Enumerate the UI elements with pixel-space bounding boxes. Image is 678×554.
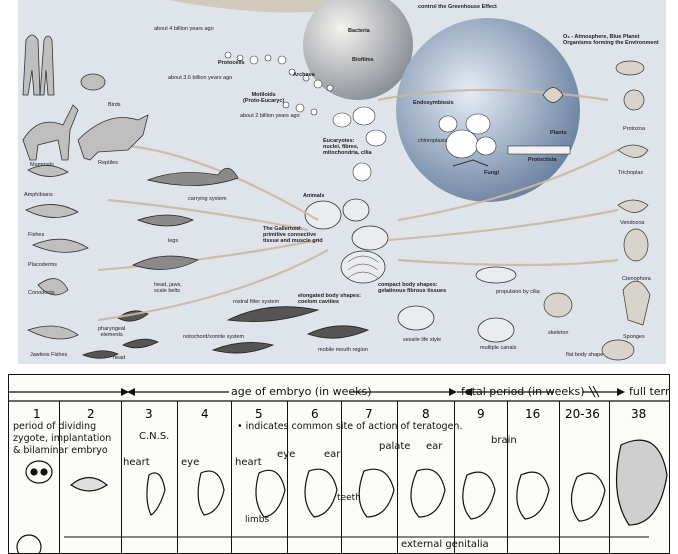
limbs-label: limbs	[245, 515, 269, 525]
column-divider	[177, 401, 178, 553]
protocells-label: Protocells	[218, 60, 245, 66]
eucaryotes-label: Eucaryotes: nuclei, fibres, mitochondria…	[323, 138, 372, 156]
pharyngeal-label: pharyngeal elements	[98, 326, 125, 338]
headjaws-label: head, jaws, scale belts	[154, 282, 182, 294]
column-divider	[121, 401, 122, 553]
compact-label: compact body shapes: gelatinous fibrous …	[378, 282, 446, 294]
fetal-period-label: fetal period (in weeks)	[461, 385, 585, 398]
greenhouse-label: control the Greenhouse Effect	[418, 4, 497, 10]
week-4: 4	[201, 407, 209, 421]
eye-label-week4: eye	[181, 457, 199, 468]
canals-label: multiple canals	[480, 345, 516, 351]
biofilms-label: Biofilms	[352, 57, 374, 63]
teratogen-note: • indicates common site of action of ter…	[237, 421, 462, 432]
chloroplasts-label: chloroplasts	[418, 138, 447, 144]
legs-label: legs	[168, 238, 178, 244]
protoctista-label: Protoctista	[528, 157, 557, 163]
week-1: 1	[33, 407, 41, 421]
week-38: 38	[631, 407, 646, 421]
week-7: 7	[365, 407, 373, 421]
plants-label: Plants	[550, 130, 567, 136]
time-4bya-label: about 4 billion years ago	[154, 26, 214, 32]
group-label-birds: Birds	[108, 102, 121, 108]
skeleton-label: skeleton	[548, 330, 569, 336]
atmosphere-label: O₂ - Atmosphere, Blue Planet Organisms f…	[563, 34, 659, 46]
panel-separator	[0, 364, 678, 374]
group-label-sponges: Sponges	[623, 334, 645, 340]
archaea-label: Archaea	[293, 72, 315, 78]
genitalia-label: external genitalia	[401, 539, 489, 550]
sessile-label: sessile life style	[403, 337, 441, 343]
column-divider	[559, 401, 560, 553]
timeline-arrows	[9, 375, 670, 554]
group-label-placoderms: Placoderms	[28, 262, 57, 268]
week-8: 8	[422, 407, 430, 421]
group-label-vendozoa: Vendozoa	[620, 220, 644, 226]
motiloids-label: Motiloids (Proto-Eucaryc)	[243, 92, 284, 104]
elongated-label: elongated body shapes: coelom cavities	[298, 293, 361, 305]
week-3: 3	[145, 407, 153, 421]
propulsion-label: propulsion by cilia	[496, 289, 540, 295]
age-of-embryo-label: age of embryo (in weeks)	[231, 385, 372, 398]
week-9: 9	[477, 407, 485, 421]
gallertoid-label: The Gallertoid: primitive connective tis…	[263, 226, 323, 244]
week-5: 5	[255, 407, 263, 421]
group-label-jawless-fishes: Jawless Fishes	[30, 352, 67, 358]
week-16: 16	[525, 407, 540, 421]
ear-label-week6: ear	[324, 449, 340, 460]
week-2: 2	[87, 407, 95, 421]
embryo-development-chart: age of embryo (in weeks) fetal period (i…	[8, 374, 670, 554]
flatbody-label: flat body shape	[566, 352, 603, 358]
palate-label: palate	[379, 441, 410, 452]
notochord-label: notochord/somite system	[183, 334, 244, 340]
group-label-ctenophora: Ctenophora	[622, 276, 651, 282]
mouth-label: mobile mouth region	[318, 347, 368, 353]
brain-label: brain	[491, 435, 517, 446]
fungi-label: Fungi	[484, 170, 499, 176]
group-label-trichoplax: Trichoplax	[618, 170, 643, 176]
animals-label: Animals	[303, 193, 324, 199]
group-label-protozoa: Protozoa	[623, 126, 645, 132]
ear-label-week8: ear	[426, 441, 442, 452]
group-label-reptiles: Reptiles	[98, 160, 118, 166]
carrying-label: carrying system	[188, 196, 227, 202]
humans-figure	[23, 35, 40, 95]
group-label-conodonts: Conodonts	[28, 290, 55, 296]
rostral-label: rostral filter system	[233, 299, 279, 305]
head-label: head	[113, 355, 125, 361]
period-description: period of dividing zygote, implantation …	[13, 421, 111, 457]
cns-label: C.N.S.	[139, 431, 169, 442]
column-divider	[609, 401, 610, 553]
group-label-fishes: Fishes	[28, 232, 44, 238]
heart-label-week5: heart	[235, 457, 262, 468]
week-20-36: 20-36	[565, 407, 600, 421]
group-label-mammals: Mammals	[30, 162, 54, 168]
time-3-6bya-label: about 3.6 billion years ago	[168, 75, 232, 81]
time-2bya-label: about 2 billion years ago	[240, 113, 300, 119]
teeth-label: teeth	[337, 493, 361, 503]
group-label-amphibians: Amphibians	[24, 192, 53, 198]
full-term-label: full term	[629, 385, 670, 398]
endosymbiosis-label: Endosymbiosis	[413, 100, 454, 106]
column-divider	[507, 401, 508, 553]
week-6: 6	[311, 407, 319, 421]
evolution-diagram: control the Greenhouse Effect O₂ - Atmos…	[18, 0, 666, 364]
column-divider	[231, 401, 232, 553]
eye-label-week6: eye	[277, 449, 295, 460]
evolution-artwork	[18, 0, 666, 364]
heart-label-week3: heart	[123, 457, 150, 468]
bacteria-label: Bacteria	[348, 28, 370, 34]
